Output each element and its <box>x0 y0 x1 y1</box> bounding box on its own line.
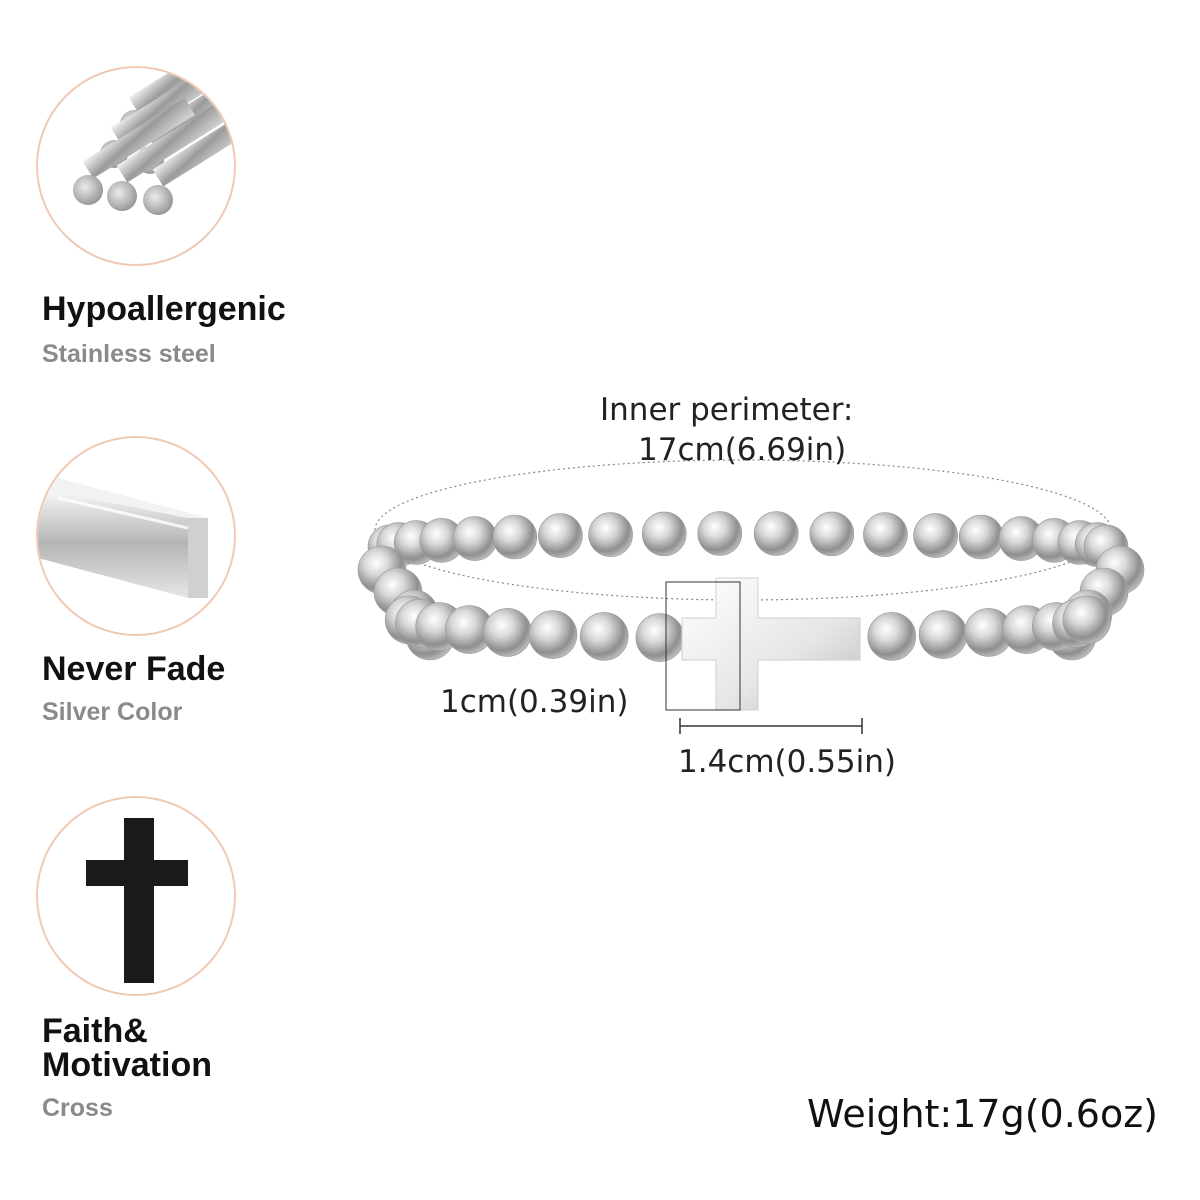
bead <box>641 511 687 557</box>
cross-height-marker <box>665 581 741 711</box>
weight-label: Weight:17g(0.6oz) <box>807 1092 1158 1136</box>
cross-pendant <box>681 577 861 711</box>
bead <box>1062 595 1112 645</box>
feature-title: Never Fade <box>42 650 226 688</box>
bead <box>918 610 968 659</box>
cross-icon <box>36 796 236 996</box>
bead <box>913 513 958 558</box>
cross-height-label: 1cm(0.39in) <box>440 684 629 720</box>
bracelet-image <box>357 459 1145 734</box>
bead <box>483 608 532 657</box>
silver-bar-icon <box>36 436 236 636</box>
bead <box>492 514 538 560</box>
bead <box>588 512 633 557</box>
steel-rods-icon <box>36 66 236 266</box>
bead <box>635 613 685 662</box>
bead <box>958 514 1004 560</box>
feature-subtitle: Cross <box>42 1094 113 1122</box>
feature-title: Hypoallergenic <box>42 290 286 328</box>
bead <box>452 516 498 561</box>
bead <box>809 511 855 557</box>
bead <box>538 513 583 558</box>
feature-subtitle: Silver Color <box>42 698 183 726</box>
bead <box>867 612 917 661</box>
feature-title-line1: Faith& <box>42 1012 148 1050</box>
bead <box>697 511 743 556</box>
beads-back-row <box>367 511 1129 570</box>
bead <box>863 512 908 557</box>
bead <box>528 610 578 659</box>
perimeter-label: Inner perimeter: <box>600 392 854 428</box>
perimeter-value: 17cm(6.69in) <box>638 432 847 468</box>
feature-subtitle: Stainless steel <box>42 340 216 368</box>
cross-width-label: 1.4cm(0.55in) <box>678 744 897 780</box>
bead <box>753 511 799 556</box>
beads-front-row <box>357 545 1145 662</box>
feature-title-line2: Motivation <box>42 1046 212 1084</box>
bead <box>579 612 629 661</box>
